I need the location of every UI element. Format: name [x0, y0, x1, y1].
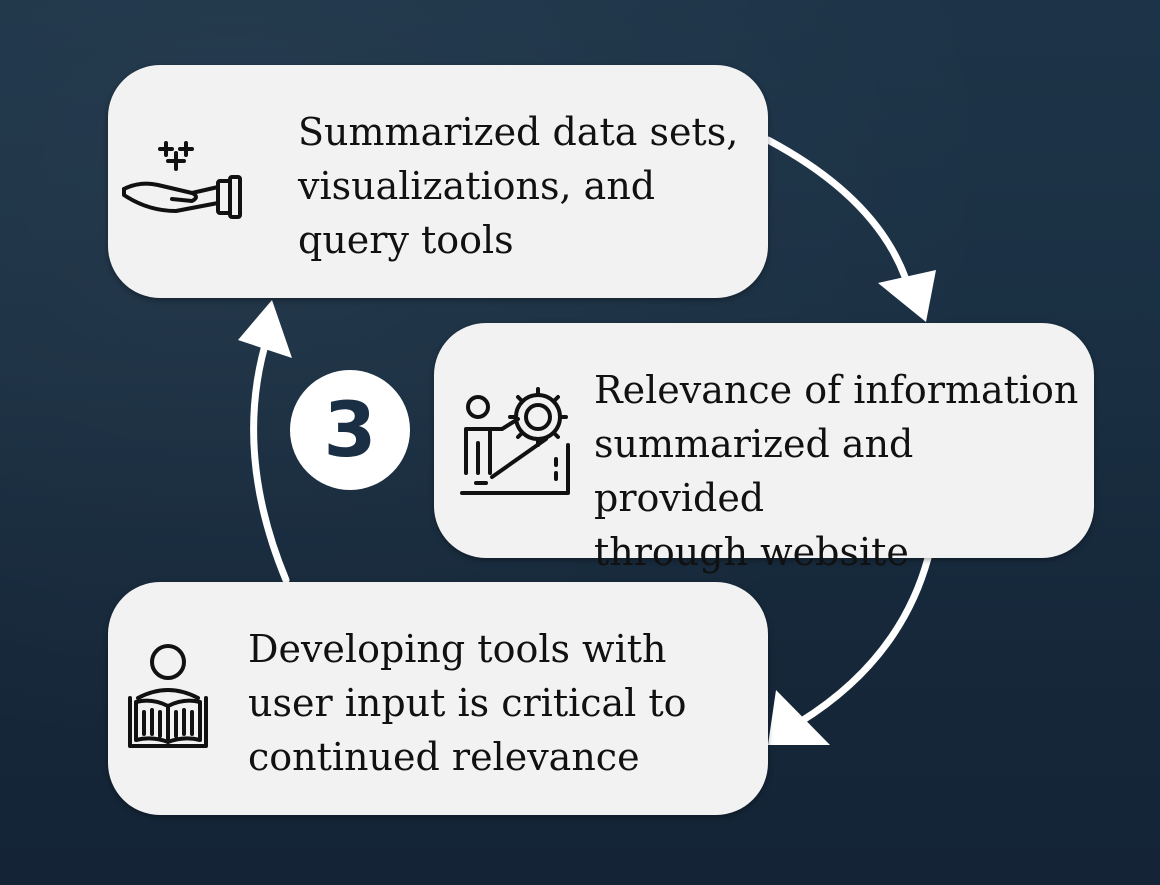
step-number: 3 — [323, 385, 377, 474]
arrow-card1-to-card2 — [764, 136, 916, 304]
arrow-head-card1 — [238, 300, 292, 358]
card-text-relevance-of-information: Relevance of information summarized and … — [594, 368, 1079, 574]
card-developing-tools: Developing tools with user input is crit… — [108, 582, 768, 815]
person-climbing-gear-icon — [456, 385, 576, 510]
step-number-badge: 3 — [290, 370, 410, 490]
card-text-developing-tools: Developing tools with user input is crit… — [248, 627, 687, 779]
arrow-head-card3 — [768, 690, 830, 745]
hand-with-sparkles-icon — [118, 137, 248, 232]
card-summarized-data: Summarized data sets, visualizations, an… — [108, 65, 768, 298]
arrow-card3-to-card1 — [250, 331, 290, 584]
card-relevance-of-information: Relevance of information summarized and … — [434, 323, 1094, 574]
arrow-head-card2 — [878, 270, 936, 322]
arrow-card2-to-card3 — [796, 554, 932, 726]
person-reading-book-icon — [122, 642, 214, 759]
card-text-summarized-data: Summarized data sets, visualizations, an… — [298, 110, 739, 262]
